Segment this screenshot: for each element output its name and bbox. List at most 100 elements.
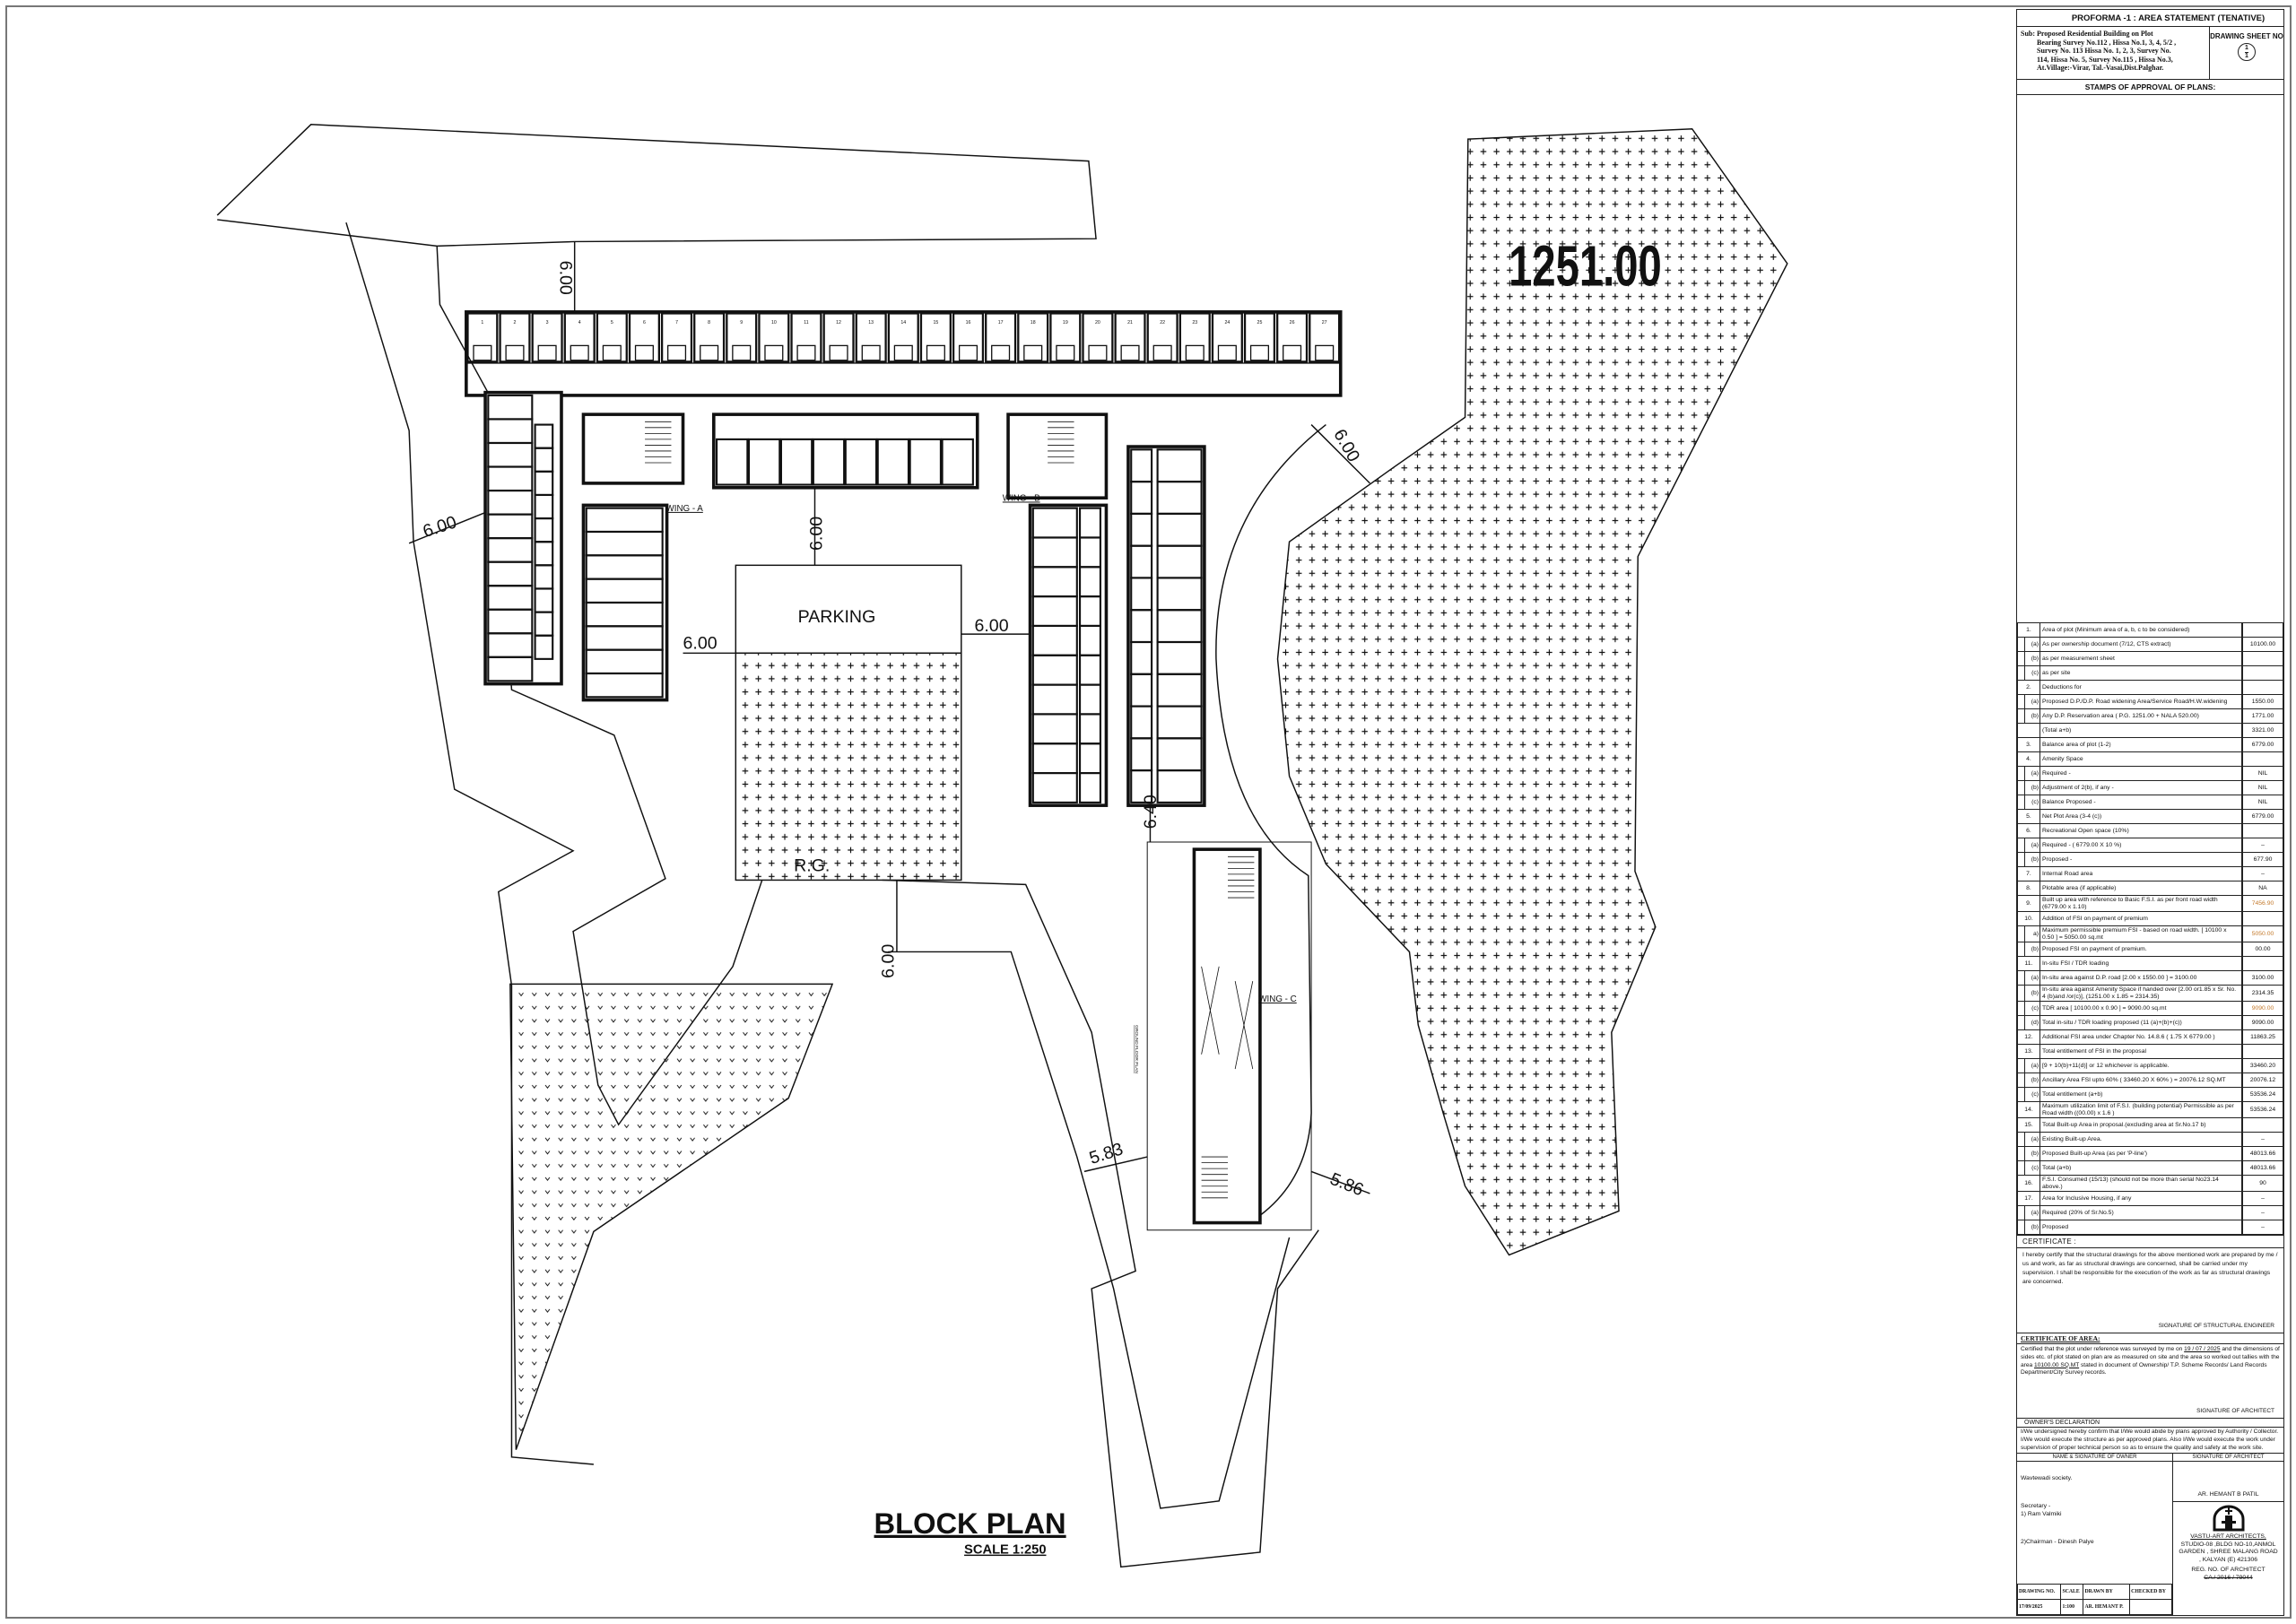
area-row: 13.Total entitlement of FSI in the propo… [2017, 1044, 2283, 1059]
row-value: – [2241, 1220, 2283, 1235]
unit-number: 17 [998, 320, 1004, 326]
row-description: F.S.I. Consumed (15/13) (should not be m… [2039, 1175, 2243, 1192]
unit-toilet [534, 634, 554, 660]
row-description: Total Built-up Area in proposal.(excludi… [2039, 1117, 2243, 1133]
row-description: Deductions for [2039, 680, 2243, 695]
area-row: (b)Proposed FSI on payment of premium.00… [2017, 942, 2283, 957]
row-description: Required (20% of Sr.No.5) [2039, 1205, 2243, 1220]
unit-number: 10 [771, 320, 777, 326]
area-row: (b)Proposed Built-up Area (as per 'P-lin… [2017, 1146, 2283, 1161]
area-row: 9.Built up area with reference to Basic … [2017, 895, 2283, 912]
unit [1017, 312, 1049, 363]
unit-number: 16 [966, 320, 971, 326]
area-row: (b)as per measurement sheet [2017, 651, 2283, 666]
row-number: 5. [2017, 809, 2040, 824]
unit-number: 8 [708, 320, 710, 326]
row-description: TDR area [ 10100.00 x 0.90 ] = 9090.00 s… [2039, 1001, 2243, 1016]
unit-toilet [926, 344, 945, 361]
unit-toilet [570, 344, 589, 361]
row-value: 2314.35 [2241, 985, 2283, 1002]
row-number: 2. [2017, 680, 2040, 695]
row-value: 1771.00 [2241, 708, 2283, 724]
row-number: 13. [2017, 1044, 2040, 1059]
row-number: (a) [2017, 637, 2040, 652]
row-description: Required - ( 6779.00 X 10 %) [2039, 838, 2243, 853]
row-value: 53536.24 [2241, 1101, 2283, 1118]
unit [1276, 312, 1309, 363]
architect-address: STUDIO-08 ,BLDG NO-10,ANMOL [2180, 1541, 2276, 1548]
dim-line-left [408, 511, 486, 544]
dim-parking-west: 6.00 [683, 633, 718, 653]
row-value: 11863.25 [2241, 1029, 2283, 1045]
unit-number: 22 [1160, 320, 1165, 326]
unit-toilet [1023, 344, 1043, 361]
unit-number: 14 [900, 320, 906, 326]
unit-number: 3 [546, 320, 549, 326]
drawn-by-header: DRAWN BY [2083, 1584, 2131, 1600]
rg-label: R.G. [794, 856, 830, 876]
area-row: (c)as per site [2017, 665, 2283, 681]
unit [563, 312, 596, 363]
row-value: 6779.00 [2241, 809, 2283, 824]
checked-by-header: CHECKED BY [2129, 1584, 2172, 1600]
row-value: – [2241, 838, 2283, 853]
unit [1049, 312, 1082, 363]
row-value: 3321.00 [2241, 723, 2283, 738]
area-row: (c)Total entitlement (a+b)53536.24 [2017, 1087, 2283, 1102]
drawing-info-table: DRAWING NO. SCALE DRAWN BY CHECKED BY 17… [2016, 1584, 2172, 1615]
row-number: (b) [2017, 1146, 2040, 1161]
passage-cross [1201, 966, 1254, 1070]
area-row: 3.Balance area of plot (1-2)6779.00 [2017, 737, 2283, 752]
unit [822, 312, 855, 363]
subject-line: At.Village:-Virar, Tal.-Vasai,Dist.Palgh… [2037, 64, 2164, 72]
unit-toilet [1120, 344, 1140, 361]
top-road-boundary [216, 124, 1097, 248]
society-name: Wavtewadi society. [2021, 1475, 2073, 1482]
area-row: (a)Existing Built-up Area.– [2017, 1132, 2283, 1147]
survey-date: 19 / 07 / 2025 [2184, 1346, 2221, 1352]
plot-area-value: 10100.00 SQ.MT [2034, 1361, 2080, 1368]
checked-by-value [2129, 1599, 2172, 1615]
owner-block: Wavtewadi society. Secretary - 1) Ram Va… [2016, 1462, 2173, 1615]
row-number: 17. [2017, 1191, 2040, 1206]
left-plot-boundary [345, 222, 594, 1465]
row-number: (c) [2017, 1160, 2040, 1176]
area-row: 17.Area for Inclusive Housing, if any– [2017, 1191, 2283, 1206]
unit-toilet [1152, 344, 1172, 361]
row-description: Total entitlement of FSI in the proposal [2039, 1044, 2243, 1059]
row-description: Net Plot Area (3-4 (c)) [2039, 809, 2243, 824]
row-number: (c) [2017, 795, 2040, 810]
unit [812, 438, 846, 486]
subject-line: Sub: Proposed Residential Building on Pl… [2021, 30, 2153, 38]
proforma-heading: PROFORMA -1 : AREA STATEMENT (TENATIVE) [2017, 10, 2283, 27]
unit-toilet [634, 344, 654, 361]
architect-block: AR. HEMANT B PATIL VASTU-ART ARCHITECTS,… [2173, 1462, 2283, 1615]
row-number: 6. [2017, 823, 2040, 838]
sheet-frame [5, 5, 2292, 1619]
wing-b-label: WING - B [1003, 493, 1040, 503]
unit [876, 438, 910, 486]
row-value [2241, 680, 2283, 695]
row-description: Proposed D.P./D.P. Road widening Area/Se… [2039, 694, 2243, 709]
unit [1156, 769, 1203, 803]
row-number [2017, 723, 2040, 738]
row-number: (b) [2017, 1220, 2040, 1235]
architect-name: AR. HEMANT B PATIL [2173, 1462, 2283, 1503]
area-row: (c)Total (a+b)48013.66 [2017, 1160, 2283, 1176]
area-row: 11.In-situ FSI / TDR loading [2017, 956, 2283, 971]
unit [1211, 312, 1243, 363]
row-description: Maximum permissible premium FSI - based … [2039, 925, 2243, 942]
wing-a-stair-block [581, 413, 685, 485]
coa-text: and the dimensions of sides etc. of plot… [2021, 1346, 2280, 1368]
bottom-road-inner [888, 951, 1291, 1509]
stamps-heading: STAMPS OF APPROVAL OF PLANS: [2017, 80, 2283, 95]
architect-signature-label: SIGNATURE OF ARCHITECT [2196, 1408, 2274, 1415]
scale-header: SCALE [2060, 1584, 2084, 1600]
unit-number: 15 [933, 320, 938, 326]
row-number: (d) [2017, 1015, 2040, 1030]
unit [941, 438, 974, 486]
area-row: 1.Area of plot (Minimum area of a, b, c … [2017, 622, 2283, 638]
area-row: (a)As per ownership document (7/12, CTS … [2017, 637, 2283, 652]
unit [1309, 312, 1341, 363]
